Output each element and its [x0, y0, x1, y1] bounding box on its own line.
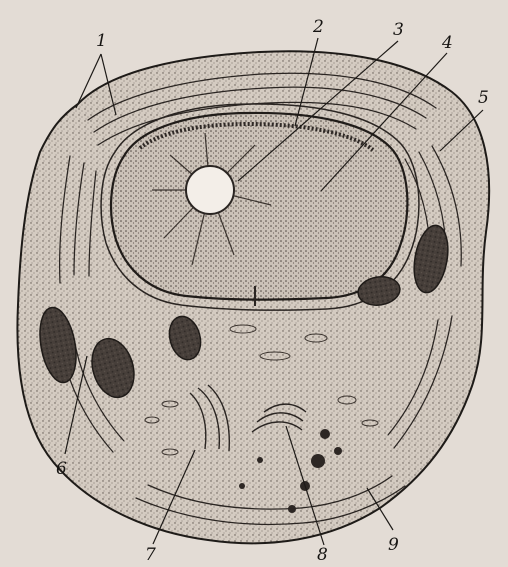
label-3: 3: [393, 20, 404, 40]
label-1: 1: [96, 31, 107, 51]
label-5: 5: [478, 88, 489, 108]
label-8: 8: [317, 545, 328, 565]
label-4: 4: [441, 33, 453, 53]
nucleolus: [186, 166, 234, 214]
label-6: 6: [56, 459, 67, 479]
label-9: 9: [388, 535, 399, 555]
label-2: 2: [312, 17, 324, 37]
label-7: 7: [145, 545, 156, 565]
